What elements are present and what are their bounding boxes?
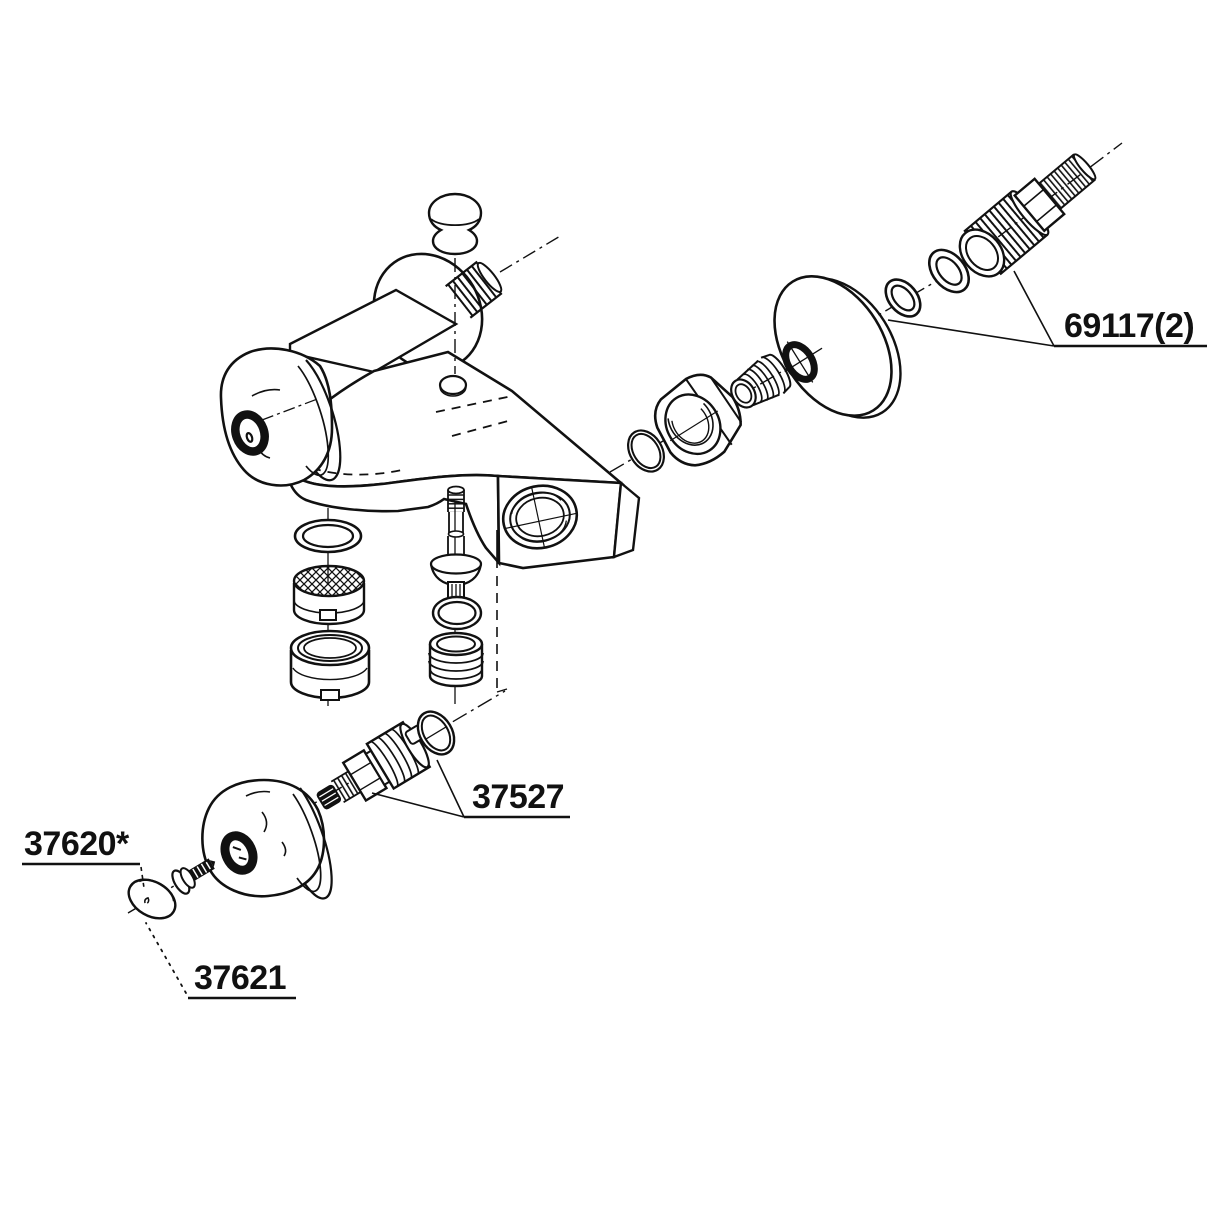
friction-washer-1 <box>884 278 922 318</box>
part-label-37527: 37527 <box>472 778 564 816</box>
part-label-37527-leaders <box>371 759 465 818</box>
friction-washer-2 <box>927 248 971 294</box>
handle-screw-hole <box>220 831 258 875</box>
slip-ring <box>627 429 665 473</box>
diverter-bushing <box>428 631 484 688</box>
handle-screw <box>171 858 216 895</box>
spout-washer <box>293 518 363 554</box>
body-top-hole <box>438 374 468 397</box>
part-label-37620-leader <box>140 866 145 889</box>
faucet-body-assembly <box>219 252 641 688</box>
diverter-o-ring <box>431 595 483 631</box>
aerator-insert <box>292 564 366 626</box>
supply-union-fitting <box>958 153 1097 278</box>
attached-handle-knob <box>219 347 342 487</box>
body-top-face <box>284 350 625 488</box>
nipple-center-line <box>499 234 563 273</box>
outlet-port <box>501 484 579 550</box>
top-cap-button <box>427 192 483 256</box>
cartridge-o-ring <box>416 710 456 756</box>
part-label-69117: 69117(2) <box>1064 307 1194 345</box>
hidden-lines <box>311 395 513 476</box>
threaded-adapter <box>730 353 792 409</box>
wall-flange <box>773 275 902 419</box>
axis-joint-line <box>496 688 508 693</box>
handle-hub-hole <box>231 410 269 456</box>
handle-knob <box>201 778 333 900</box>
wall-flange-hole <box>782 341 823 383</box>
part-label-37620: 37620* <box>24 825 130 863</box>
coupling-nut <box>653 373 743 467</box>
aerator-housing <box>289 629 371 701</box>
handle-index-cap <box>127 878 177 920</box>
part-label-37621: 37621 <box>194 959 286 997</box>
outlet-arm-end <box>612 480 641 559</box>
part-label-37621-leader <box>145 922 187 994</box>
valve-cartridge <box>316 720 432 810</box>
shower-port-nipple <box>445 260 503 319</box>
labels: 69117(2) 37527 37620* 37621 <box>22 270 1207 1000</box>
part-label-69117-leaders <box>887 270 1055 347</box>
